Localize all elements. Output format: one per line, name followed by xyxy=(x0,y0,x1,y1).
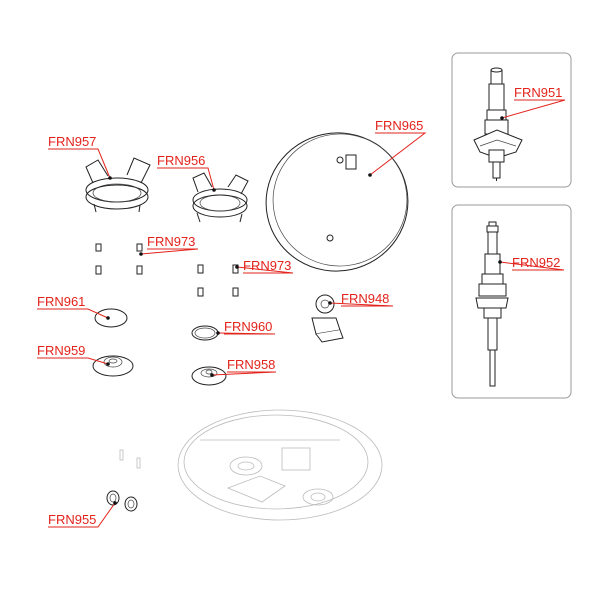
small-pins xyxy=(119,449,141,469)
lid-frn965 xyxy=(265,132,409,272)
label-frn958: FRN958 xyxy=(227,357,275,372)
base-housing xyxy=(177,409,383,521)
label-frn973-left: FRN973 xyxy=(147,234,195,249)
pan-support-frn956 xyxy=(192,172,249,223)
label-frn957: FRN957 xyxy=(48,134,96,149)
pan-support-frn957 xyxy=(85,157,151,213)
screws-frn973-left xyxy=(95,243,143,275)
label-frn951: FRN951 xyxy=(514,85,562,100)
leader-lines xyxy=(37,99,566,528)
label-frn961: FRN961 xyxy=(37,294,85,309)
label-frn952: FRN952 xyxy=(512,255,560,270)
valve-frn952-drawing xyxy=(475,221,509,387)
label-frn959: FRN959 xyxy=(37,343,85,358)
valve-frn951-drawing xyxy=(473,67,523,181)
screws-frn973-right xyxy=(197,264,239,297)
burner-cap-frn959 xyxy=(92,355,134,377)
label-frn948: FRN948 xyxy=(341,291,389,306)
burner-cap-frn958 xyxy=(191,366,227,386)
label-frn960: FRN960 xyxy=(224,319,272,334)
disc-frn961 xyxy=(94,308,128,328)
ring-frn960 xyxy=(191,325,219,341)
inset-frn951 xyxy=(451,52,572,188)
clip-frn948 xyxy=(311,294,344,343)
label-frn973-right: FRN973 xyxy=(243,258,291,273)
label-frn956: FRN956 xyxy=(157,153,205,168)
knobs-frn955 xyxy=(106,490,138,512)
inset-frn952 xyxy=(451,204,572,399)
label-frn955: FRN955 xyxy=(48,512,96,527)
label-frn965: FRN965 xyxy=(375,118,423,133)
